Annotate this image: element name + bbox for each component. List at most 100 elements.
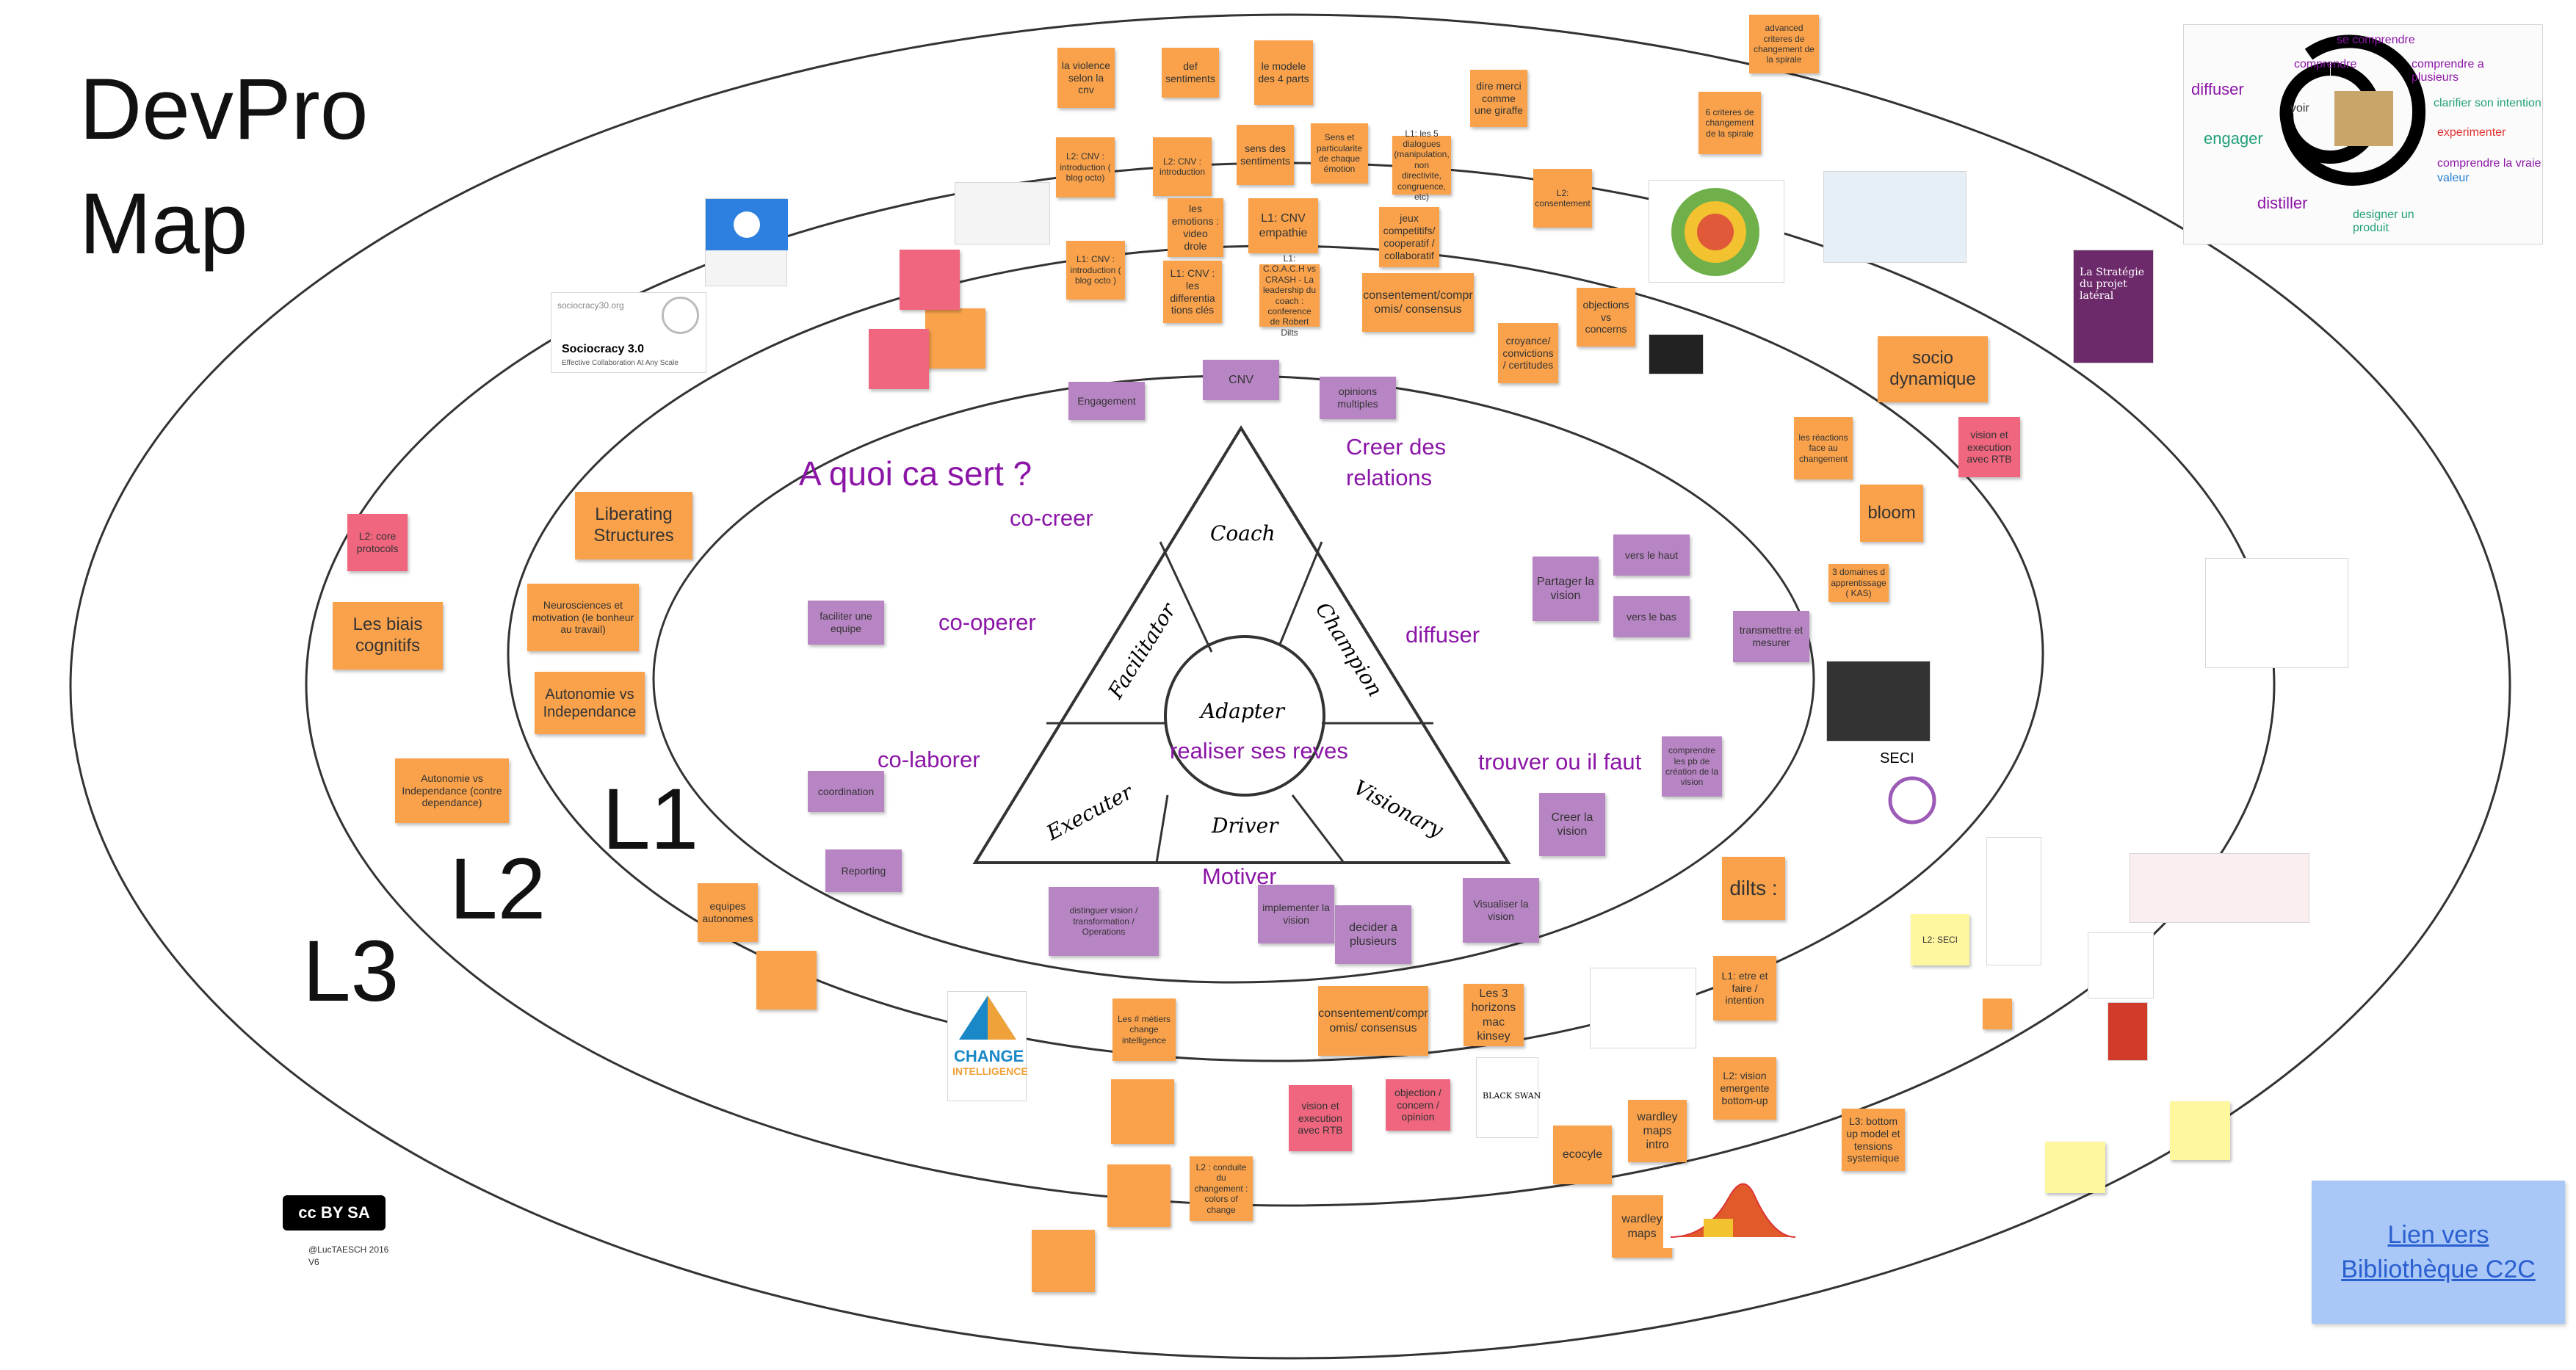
sticky-socio[interactable]: socio dynamique bbox=[1878, 336, 1988, 402]
sociocracy-logo-icon bbox=[662, 297, 699, 334]
sticky-transmettre[interactable]: transmettre et mesurer bbox=[1733, 611, 1809, 662]
sticky-partager[interactable]: Partager la vision bbox=[1533, 557, 1599, 621]
sticky-l2-cnv-intro-blog[interactable]: L2: CNV : introduction ( blog octo) bbox=[1056, 137, 1115, 197]
sticky-neurosciences[interactable]: Neurosciences et motivation (le bonheur … bbox=[527, 584, 639, 651]
thumb-cnv-image[interactable] bbox=[955, 182, 1050, 244]
sticky-metiers[interactable]: Les # métiers change intelligence bbox=[1112, 998, 1176, 1061]
sticky-dilts[interactable]: dilts : bbox=[1722, 857, 1785, 920]
sticky-distinguer[interactable]: distinguer vision / transformation / Ope… bbox=[1049, 887, 1159, 956]
sticky-equipes[interactable]: equipes autonomes bbox=[698, 883, 758, 942]
sticky-comprendre-pb[interactable]: comprendre les pb de création de la visi… bbox=[1662, 736, 1722, 797]
sticky-l1-blog[interactable] bbox=[1111, 1079, 1174, 1144]
sticky-criteres-changement[interactable]: advanced criteres de changement de la sp… bbox=[1749, 15, 1819, 73]
role-driver: Driver bbox=[1212, 813, 1278, 838]
thumb-change-intelligence[interactable]: CHANGE INTELLIGENCE bbox=[947, 991, 1028, 1101]
sticky-l2-consentement[interactable]: L2: consentement bbox=[1533, 169, 1592, 228]
sticky-yellow-l2[interactable] bbox=[2170, 1101, 2230, 1160]
sticky-ecocyle[interactable]: ecocyle bbox=[1553, 1126, 1612, 1184]
sticky-autonomie-contre[interactable]: Autonomie vs Independance (contre depend… bbox=[395, 758, 509, 823]
sticky-consentement-top[interactable]: consentement/compr omis/ consensus bbox=[1362, 273, 1474, 332]
thumb-mindmap[interactable] bbox=[2130, 853, 2309, 923]
sticky-l1-coach[interactable]: L1: C.O.A.C.H vs CRASH - La leadership d… bbox=[1259, 253, 1320, 338]
thumb-diagram-blue[interactable] bbox=[1823, 171, 1967, 263]
sticky-emotions-video[interactable]: les emotions : video drole bbox=[1168, 198, 1223, 257]
sticky-wardley-maps[interactable]: wardley maps bbox=[1612, 1195, 1672, 1258]
sticky-decider[interactable]: decider a plusieurs bbox=[1335, 905, 1411, 964]
sticky-cnv[interactable]: CNV bbox=[1203, 360, 1279, 400]
sticky-vision-rtb-bottom[interactable]: vision et execution avec RTB bbox=[1289, 1085, 1352, 1151]
sticky-objection-concern[interactable]: objection / concern / opinion bbox=[1386, 1079, 1450, 1131]
thumb-black-swan[interactable]: BLACK SWAN bbox=[1476, 1057, 1541, 1138]
sticky-implementer[interactable]: implementer la vision bbox=[1258, 885, 1334, 943]
sticky-modele[interactable]: le modele des 4 parts bbox=[1254, 40, 1313, 105]
sticky-wardley-intro[interactable]: wardley maps intro bbox=[1628, 1100, 1687, 1162]
thumb-grid-dark[interactable] bbox=[1826, 661, 1931, 742]
thumb-cynefin[interactable] bbox=[1986, 837, 2041, 965]
sticky-l1-cnv-intro-blog[interactable]: L1: CNV : introduction ( blog octo ) bbox=[1066, 241, 1125, 300]
sticky-liberating[interactable]: Liberating Structures bbox=[575, 492, 692, 559]
sticky-faciliter[interactable]: faciliter une equipe bbox=[808, 601, 884, 645]
sticky-yellow-l3[interactable] bbox=[2045, 1142, 2105, 1193]
sticky-l2-core[interactable]: L2: core protocols bbox=[347, 514, 408, 571]
sticky-l2-vision[interactable]: L2: vision emergente bottom-up bbox=[1713, 1057, 1776, 1120]
sticky-objections[interactable]: objections vs concerns bbox=[1577, 288, 1635, 347]
thumb-video-dark[interactable] bbox=[1649, 334, 1704, 374]
sticky-vision-rtb-right[interactable]: vision et execution avec RTB bbox=[1958, 417, 2020, 477]
spiral-panel[interactable]: se comprendre comprendre comprendre a pl… bbox=[2183, 24, 2543, 244]
version-label: V6 bbox=[308, 1257, 319, 1267]
sticky-l2-cnv-intro[interactable]: L2: CNV : introduction bbox=[1153, 137, 1212, 196]
library-link-button[interactable]: Lien vers Bibliothèque C2C bbox=[2312, 1181, 2565, 1324]
thumb-dilts-table[interactable] bbox=[1590, 968, 1696, 1048]
map-title-line1: DevPro bbox=[79, 61, 369, 158]
sticky-sens-particularite[interactable]: Sens et particularite de chaque émotion bbox=[1311, 123, 1368, 184]
sticky-reporting[interactable]: Reporting bbox=[825, 849, 902, 892]
sticky-vers-bas[interactable]: vers le bas bbox=[1613, 596, 1690, 637]
thumb-sociocracy[interactable]: sociocracy30.org Sociocracy 3.0 Effectiv… bbox=[551, 292, 706, 373]
sticky-dire-merci[interactable]: dire merci comme une giraffe bbox=[1470, 70, 1527, 127]
sticky-coordination[interactable]: coordination bbox=[808, 771, 884, 812]
sticky-tiny-right[interactable] bbox=[1983, 998, 2012, 1029]
sticky-biais[interactable]: Les biais cognitifs bbox=[333, 602, 443, 670]
sticky-small-orange-top[interactable] bbox=[925, 308, 985, 369]
sticky-creer-vision[interactable]: Creer la vision bbox=[1539, 793, 1605, 856]
sticky-bottom-orange[interactable] bbox=[1107, 1164, 1171, 1227]
sticky-sens-sentiments[interactable]: sens des sentiments bbox=[1237, 125, 1294, 185]
sticky-violence[interactable]: la violence selon la cnv bbox=[1057, 48, 1115, 108]
sticky-l2-conduite[interactable]: L2 : conduite du changement : colors of … bbox=[1190, 1156, 1253, 1221]
sticky-def-sentiments[interactable]: def sentiments bbox=[1162, 48, 1219, 98]
sticky-autonomie-vs[interactable]: Autonomie vs Independance bbox=[535, 672, 645, 734]
thumb-strategie-book[interactable]: La Stratégie du projet latéral bbox=[2073, 250, 2154, 363]
sticky-visualiser[interactable]: Visualiser la vision bbox=[1463, 878, 1539, 943]
thumb-curve[interactable] bbox=[1663, 1167, 1799, 1248]
thumb-axes[interactable] bbox=[2088, 932, 2154, 998]
thumb-seci[interactable] bbox=[1885, 771, 1940, 830]
sticky-pink-top2[interactable] bbox=[869, 329, 929, 389]
sticky-jeux[interactable]: jeux competitifs/ cooperatif / collabora… bbox=[1379, 207, 1439, 267]
sticky-pink-top1[interactable] bbox=[900, 250, 960, 310]
sticky-l2-seci[interactable]: L2: SECI bbox=[1911, 914, 1969, 965]
spiral-word-0: se comprendre bbox=[2337, 34, 2415, 46]
sticky-trois-domaines[interactable]: 3 domaines d apprentissage ( KAS) bbox=[1828, 564, 1889, 602]
sticky-l1-cnv-differentiations[interactable]: L1: CNV : les differentia tions clés bbox=[1163, 261, 1222, 323]
sticky-consentement-bottom[interactable]: consentement/compr omis/ consensus bbox=[1318, 986, 1428, 1056]
sticky-vers-haut[interactable]: vers le haut bbox=[1613, 534, 1690, 576]
sticky-reactions[interactable]: les réactions face au changement bbox=[1794, 417, 1853, 479]
sticky-bloom[interactable]: bloom bbox=[1860, 485, 1923, 542]
sticky-l1-5-dialogues[interactable]: L1: les 5 dialogues (manipulation, non d… bbox=[1392, 128, 1451, 202]
sticky-horizons[interactable]: Les 3 horizons mac kinsey bbox=[1464, 984, 1524, 1046]
sticky-engagement[interactable]: Engagement bbox=[1068, 382, 1145, 420]
sticky-l1-cnv-empathie[interactable]: L1: CNV empathie bbox=[1248, 198, 1318, 253]
sticky-l1-etre[interactable]: L1: etre et faire / intention bbox=[1713, 956, 1776, 1021]
sticky-opinions[interactable]: opinions multiples bbox=[1320, 377, 1396, 419]
thumb-staircase[interactable] bbox=[2205, 558, 2348, 668]
thumb-sociocracy-logo[interactable] bbox=[705, 198, 788, 286]
sticky-small-left[interactable] bbox=[756, 951, 817, 1010]
sticky-croyances[interactable]: croyance/ convictions / certitudes bbox=[1498, 323, 1558, 383]
sticky-six-criteres[interactable]: 6 criteres de changement de la spirale bbox=[1698, 92, 1761, 154]
thumb-book-red[interactable] bbox=[2108, 1002, 2148, 1061]
sticky-l3-bottom[interactable]: L3: bottom up model et tensions systemiq… bbox=[1842, 1109, 1905, 1171]
spiral-word-8: valeur bbox=[2437, 172, 2470, 184]
thumb-spirale-dynamique[interactable] bbox=[1649, 180, 1784, 283]
sticky-bottom-orange2[interactable] bbox=[1032, 1230, 1095, 1292]
